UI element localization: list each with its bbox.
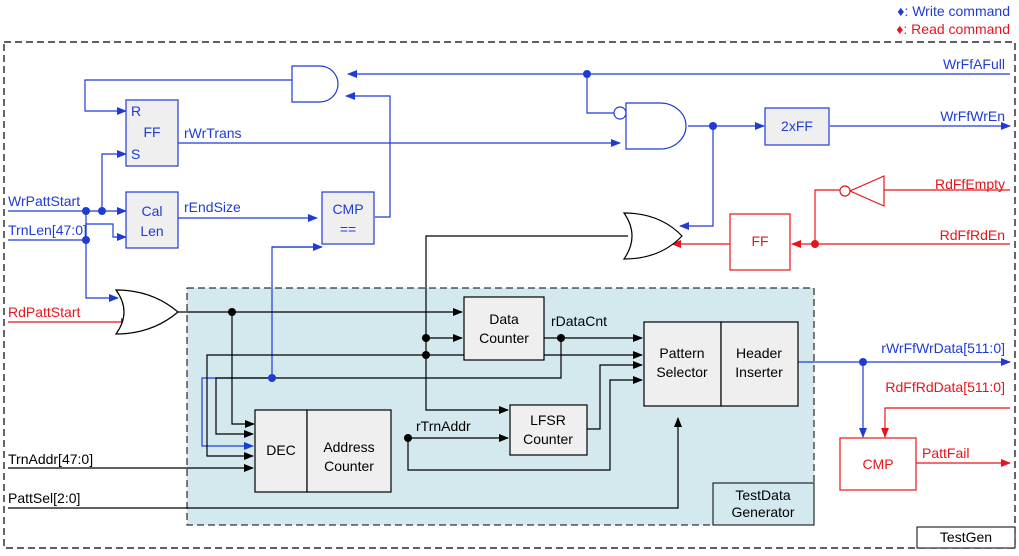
read-path-wires: [8, 189, 1011, 467]
or-gate-read: [622, 212, 683, 260]
pattern-selector-label-2: Selector: [656, 364, 708, 380]
lfsr-label-2: Counter: [523, 431, 573, 447]
signal-rwrffwrdata: rWrFfWrData[511:0]: [881, 340, 1005, 356]
ff-rs-block: [125, 99, 179, 167]
address-counter-label-2: Counter: [324, 458, 374, 474]
signal-rdffempty: RdFfEmpty: [935, 176, 1005, 192]
testgen-label-box: [916, 526, 1016, 549]
read-ff-block: [729, 213, 791, 271]
and-gate-top: [291, 65, 339, 103]
header-inserter-label-1: Header: [736, 345, 782, 361]
lfsr-counter-block: [509, 404, 588, 456]
signal-rdpattstart: RdPattStart: [8, 304, 80, 320]
cal-len-label-1: Cal: [141, 203, 162, 219]
lfsr-label-1: LFSR: [530, 412, 566, 428]
legend-write: ♦: Write command: [897, 3, 1010, 19]
data-counter-label-1: Data: [489, 311, 519, 327]
address-counter-label-1: Address: [323, 439, 374, 455]
signal-rwrtrans: rWrTrans: [184, 125, 242, 141]
inverter-bubble: [613, 106, 627, 120]
header-inserter-block: [720, 321, 799, 407]
ff-label: FF: [143, 124, 160, 140]
testgen-label: TestGen: [940, 529, 992, 545]
signal-pattsel: PattSel[2:0]: [8, 490, 80, 506]
signal-wrffafull: WrFfAFull: [943, 56, 1005, 72]
pattern-selector-block: [643, 321, 722, 407]
pattern-selector-label-1: Pattern: [659, 345, 704, 361]
cal-len-label-2: Len: [140, 223, 163, 239]
signal-wrpattstart: WrPattStart: [8, 193, 80, 209]
write-path-wires: [8, 70, 1011, 450]
testdata-generator-label-1: TestData: [735, 487, 790, 503]
legend-read: ♦: Read command: [896, 21, 1010, 37]
header-inserter-label-2: Inserter: [735, 364, 783, 380]
signal-trnlen: TrnLen[47:0]: [8, 222, 87, 238]
junction-dots: [82, 70, 867, 442]
two-ff-block: [764, 107, 830, 146]
two-ff-label: 2xFF: [781, 118, 813, 134]
data-counter-block: [463, 296, 545, 361]
inverter-rdffempty: [848, 175, 885, 207]
signal-rdatacnt: rDataCnt: [551, 313, 607, 329]
ff-s-label: S: [131, 146, 140, 162]
signal-rdffrden: RdFfRdEn: [940, 227, 1005, 243]
signal-wrffwren: WrFfWrEn: [940, 108, 1005, 124]
signal-rendsize: rEndSize: [184, 199, 241, 215]
signal-pattfail: PattFail: [922, 445, 969, 461]
and-gate-write: [625, 102, 687, 150]
signal-rtrnaddr: rTrnAddr: [416, 418, 471, 434]
dec-block: [254, 409, 308, 493]
or-gate-start: [114, 289, 179, 335]
cmp-fail-label: CMP: [862, 456, 893, 472]
signal-rdffrddata: RdFfRdData[511:0]: [885, 379, 1005, 395]
ff-r-label: R: [131, 103, 141, 119]
address-counter-block: [306, 409, 392, 493]
signal-trnaddr: TrnAddr[47:0]: [8, 451, 93, 467]
data-counter-label-2: Counter: [479, 330, 529, 346]
inverter-bubble-red: [839, 185, 851, 197]
testdata-generator-label-2: Generator: [731, 504, 794, 520]
read-ff-label: FF: [751, 233, 768, 249]
cmp-eq-label-1: CMP: [332, 201, 363, 217]
testdata-generator-label-box: [712, 482, 815, 526]
dec-label: DEC: [266, 442, 296, 458]
cal-len-block: [125, 191, 179, 249]
cmp-fail-block: [839, 437, 917, 491]
cmp-eq-label-2: ==: [340, 221, 356, 237]
cmp-eq-block: [321, 191, 375, 245]
